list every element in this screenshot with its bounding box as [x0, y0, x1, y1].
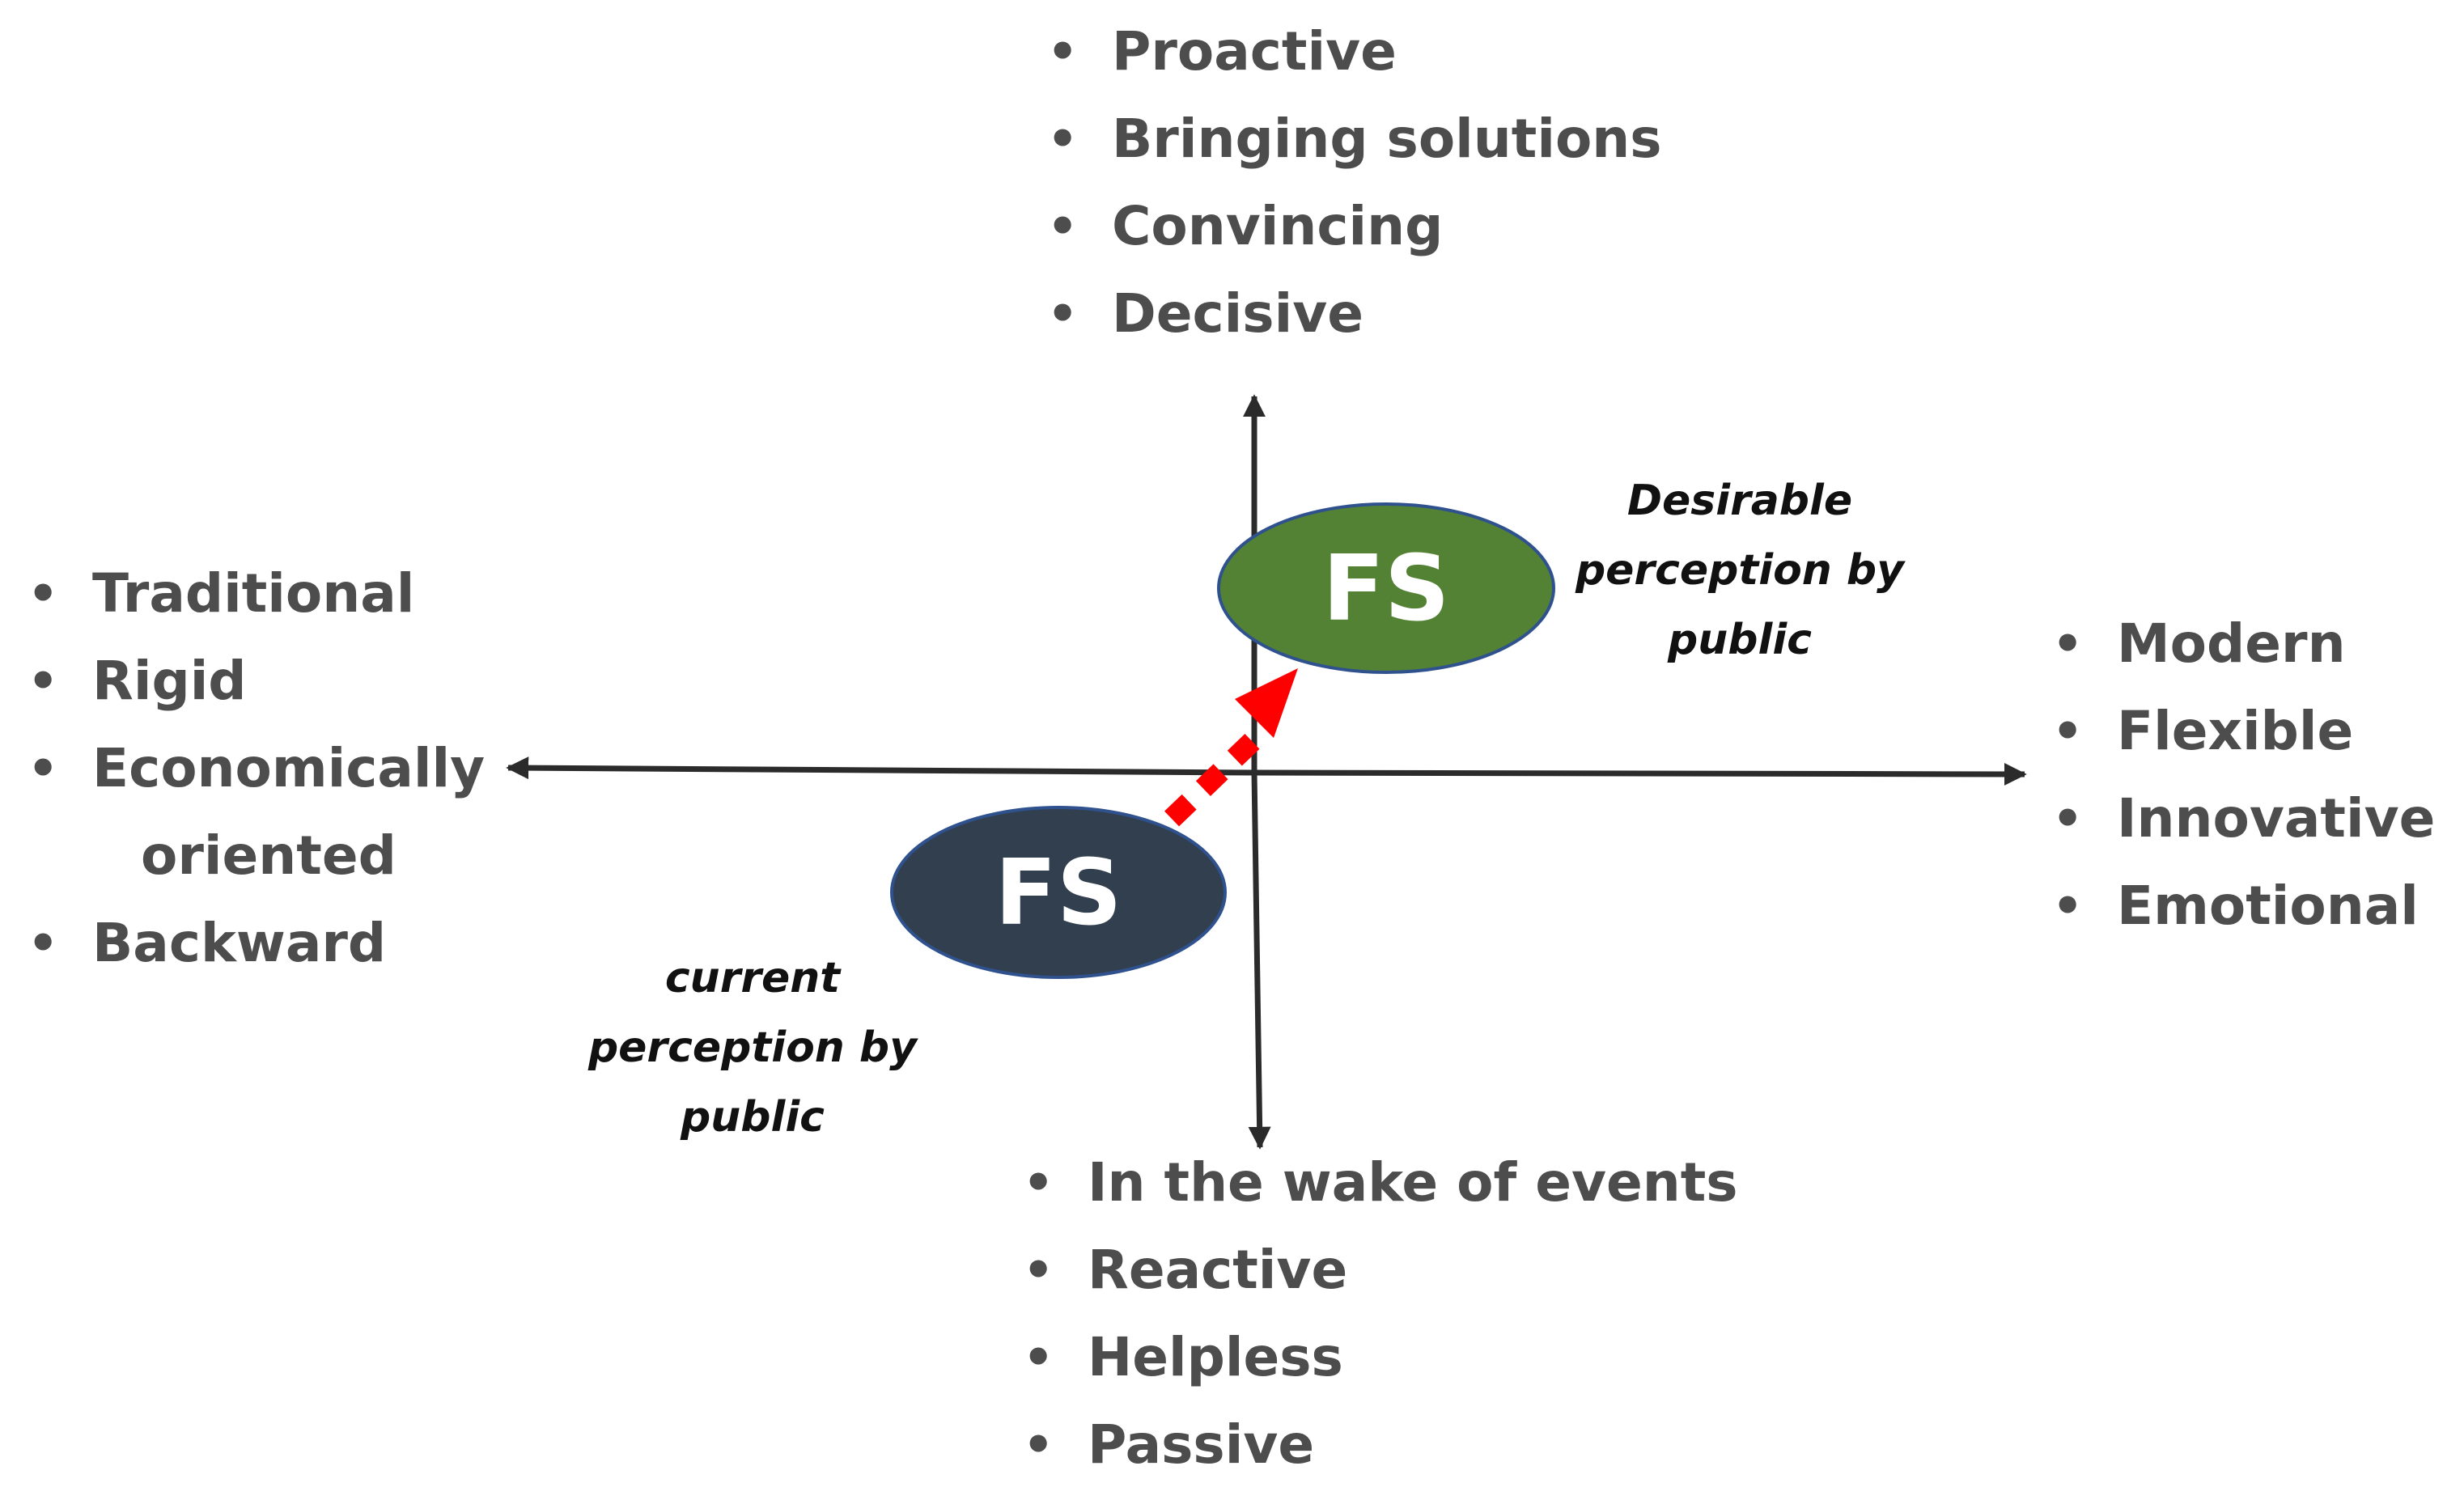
label-line: perception by [587, 1023, 918, 1072]
list-item: • In the wake of events [1018, 1139, 1738, 1227]
bullet-dot: • [28, 915, 59, 972]
list-item-text: Emotional [2117, 875, 2419, 937]
list-item-text: Innovative [2117, 787, 2436, 850]
label-line: public [681, 1093, 825, 1142]
current-fs-badge: FS [995, 841, 1122, 946]
list-item: • Modern [2047, 600, 2435, 688]
list-item: • Rigid [23, 638, 485, 725]
right-attribute-list: • Modern • Flexible • Innovative • Emotional [2047, 600, 2435, 950]
list-item-text: Reactive [1088, 1239, 1348, 1301]
top-attribute-list: • Proactive • Bringing solutions • Convincing… [1042, 8, 1662, 358]
list-item-text: Backward [92, 912, 387, 974]
vertical-axis-bottom [1248, 772, 1271, 1150]
label-line: Desirable [1626, 477, 1853, 525]
bullet-dot: • [1023, 1155, 1054, 1211]
list-item-text: Traditional [92, 562, 415, 625]
left-attribute-list: • Traditional • Rigid • Economically oriented •… [23, 550, 485, 987]
perception-shift-arrow [1164, 730, 1264, 827]
list-item-text: Flexible [2117, 700, 2354, 762]
desirable-fs-badge: FS [1322, 536, 1449, 642]
list-item: • Bringing solutions [1042, 95, 1662, 183]
bullet-dot: • [1047, 23, 1079, 80]
list-item: • Backward [23, 900, 485, 987]
list-item: • Economically [23, 725, 485, 812]
list-item: • Decisive [1042, 270, 1662, 358]
list-item-text: oriented [141, 824, 397, 887]
list-item: • Flexible [2047, 688, 2435, 775]
bullet-dot: • [2052, 616, 2084, 672]
bullet-dot: • [1023, 1417, 1054, 1473]
list-item: • Emotional [2047, 862, 2435, 950]
list-item: • Helpless [1018, 1314, 1738, 1401]
list-item-text: Convincing [1112, 195, 1444, 257]
list-item: • Traditional [23, 550, 485, 638]
bullet-dot: • [28, 566, 59, 622]
list-item: • Proactive [1042, 8, 1662, 95]
bullet-dot: • [1047, 198, 1079, 255]
perception-shift-arrowhead [1235, 668, 1298, 738]
list-item-text: In the wake of events [1088, 1151, 1738, 1214]
bullet-dot: • [1047, 111, 1079, 167]
label-line: public [1668, 616, 1812, 664]
bullet-dot: • [28, 740, 59, 797]
list-item-text: Decisive [1112, 282, 1363, 345]
desirable-perception-label: Desirable perception by public [1546, 466, 1934, 675]
list-item-text: Passive [1088, 1413, 1315, 1476]
label-line: perception by [1575, 546, 1905, 595]
bullet-dot: • [2052, 703, 2084, 760]
desirable-perception-ellipse [1217, 502, 1555, 674]
horizontal-axis-left [506, 756, 1257, 780]
bullet-dot: • [1023, 1329, 1054, 1386]
label-line: current [664, 954, 841, 1002]
current-perception-label: current perception by public [566, 943, 939, 1152]
list-item-text: Helpless [1088, 1326, 1343, 1388]
list-item: • Innovative [2047, 775, 2435, 862]
list-item-text: Modern [2117, 612, 2346, 675]
horizontal-axis-right [1255, 762, 2027, 786]
list-item: • Passive [1018, 1401, 1738, 1489]
bullet-dot: • [1047, 286, 1079, 342]
list-item-text: Rigid [92, 650, 247, 712]
current-perception-ellipse [890, 806, 1227, 979]
bottom-attribute-list: • In the wake of events • Reactive • Helpless… [1018, 1139, 1738, 1489]
bullet-dot: • [1023, 1242, 1054, 1299]
bullet-dot: • [28, 653, 59, 710]
list-item: • Convincing [1042, 183, 1662, 270]
list-item-text: Economically [92, 737, 486, 799]
list-item: oriented [23, 812, 485, 900]
list-item: • Reactive [1018, 1227, 1738, 1314]
bullet-dot: • [2052, 790, 2084, 847]
bullet-dot: • [2052, 878, 2084, 934]
list-item-text: Proactive [1112, 20, 1397, 83]
list-item-text: Bringing solutions [1112, 108, 1662, 170]
